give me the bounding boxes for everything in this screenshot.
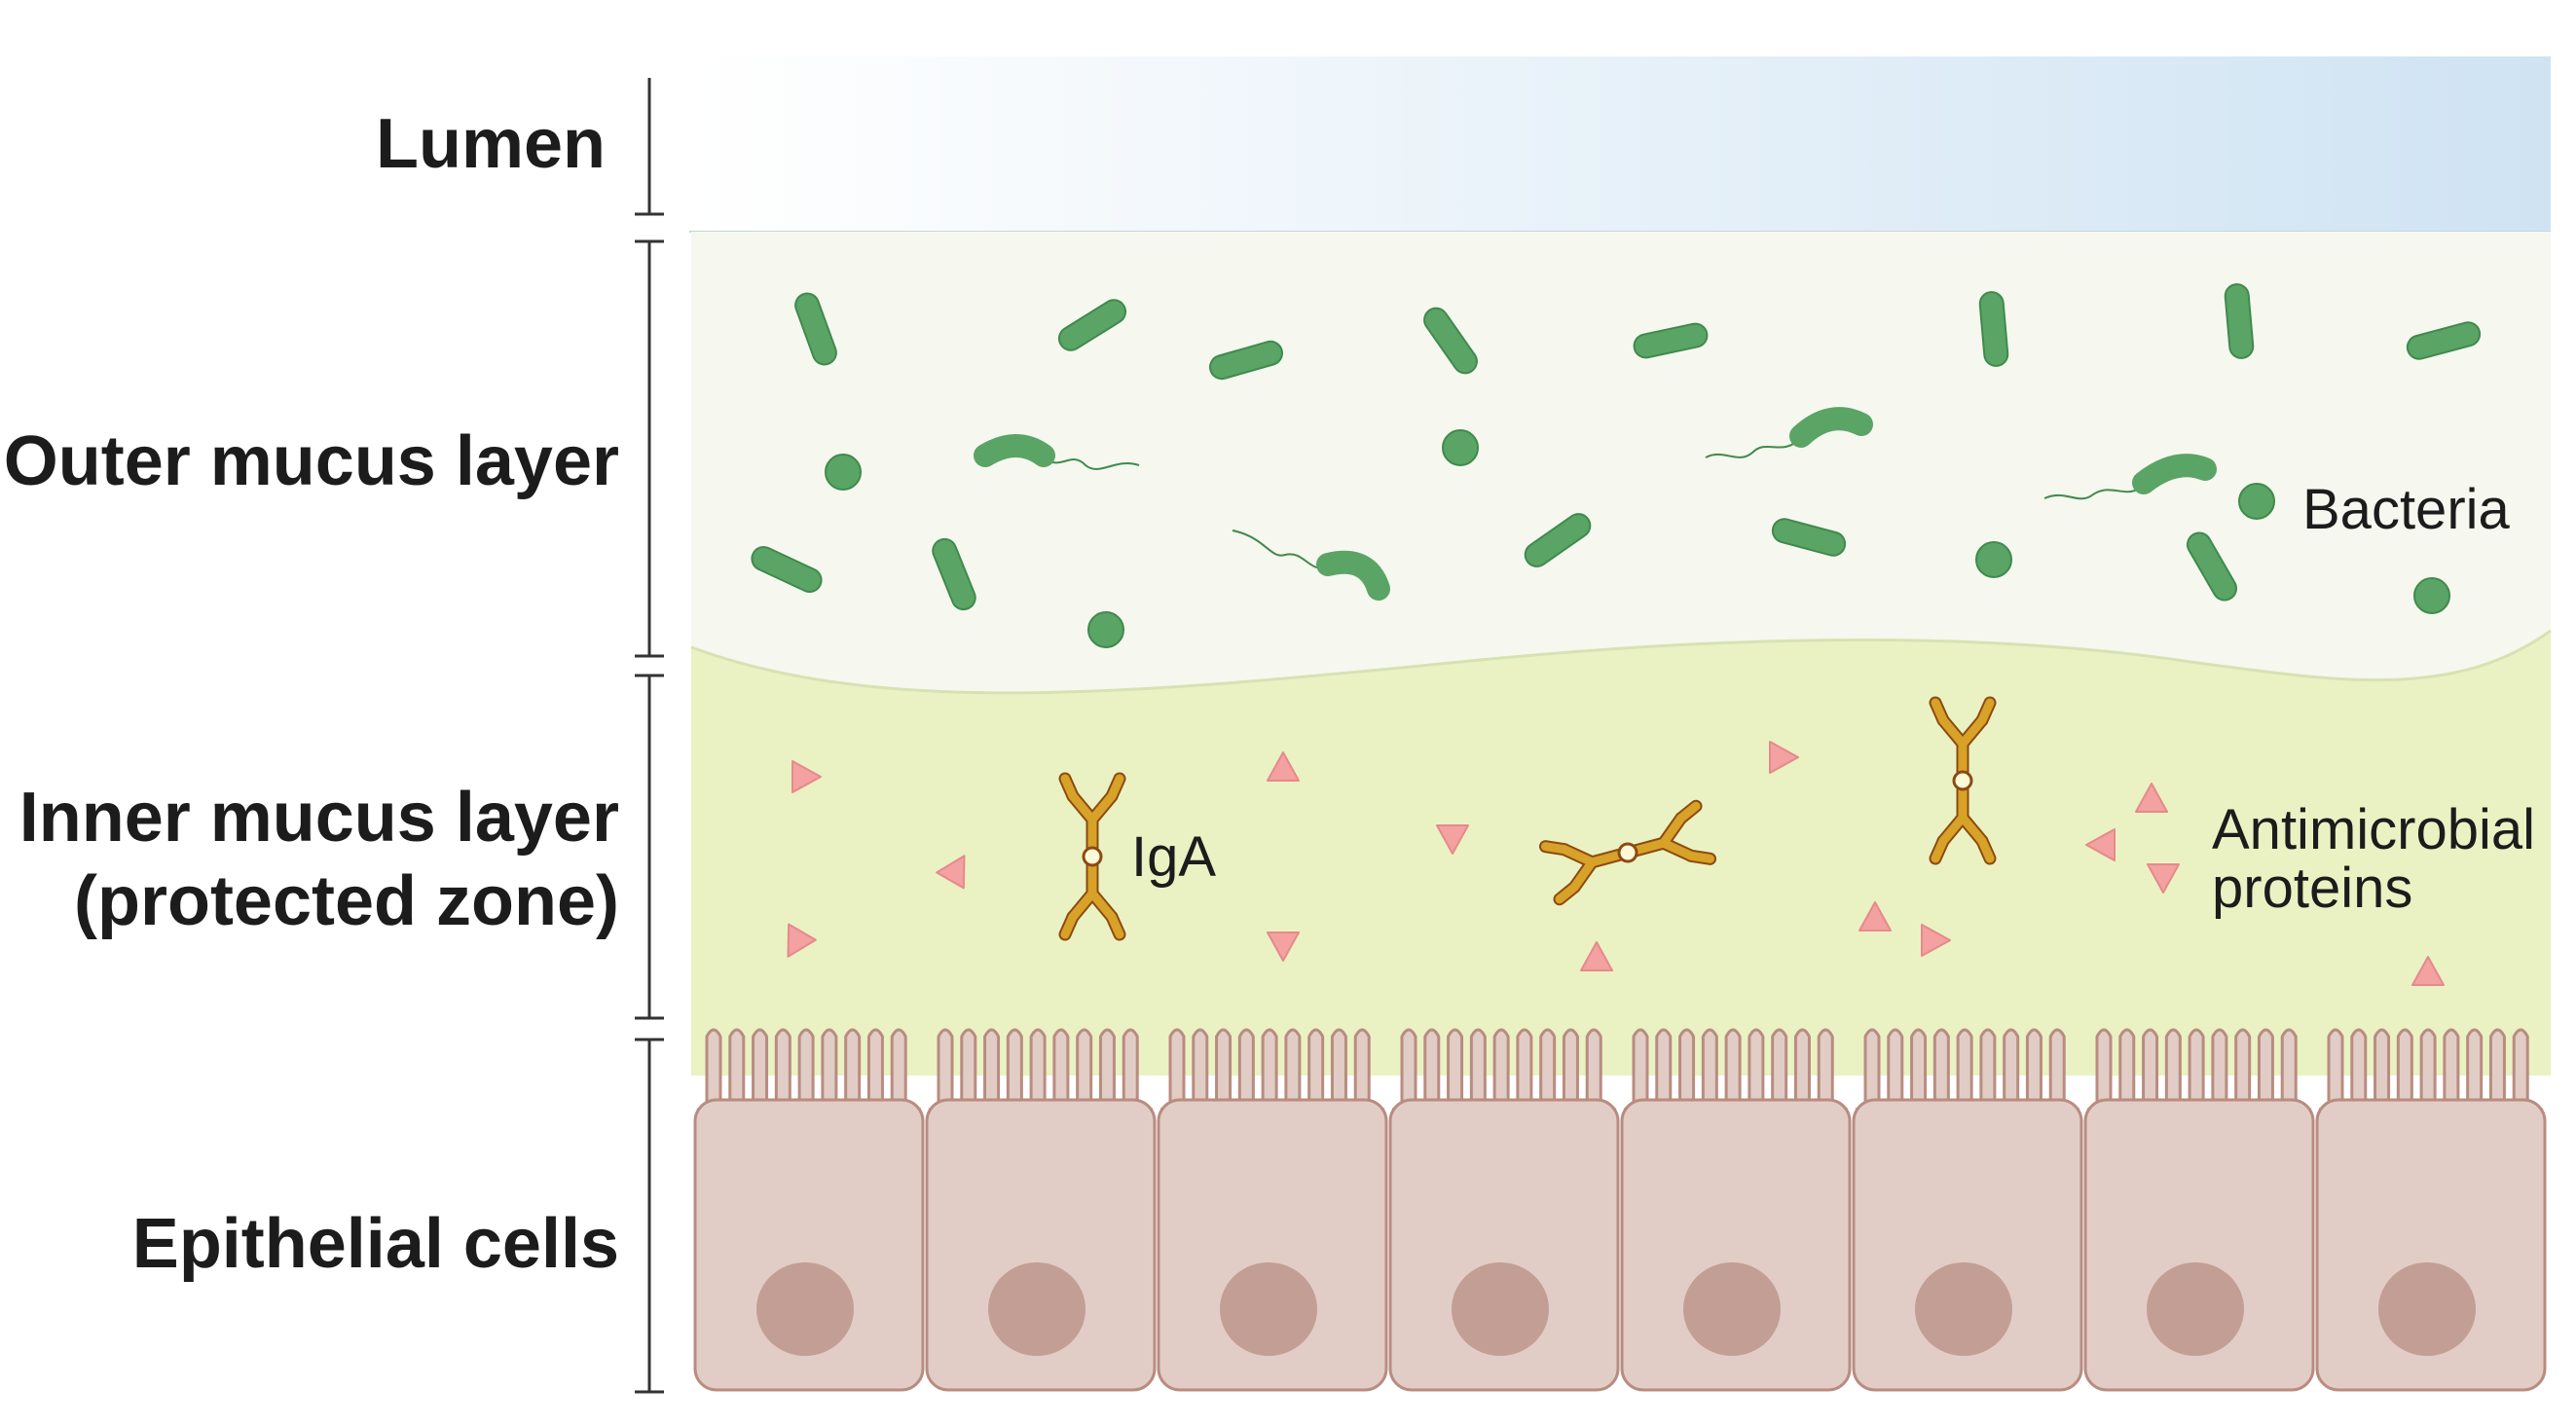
nucleus-icon (1915, 1262, 2012, 1356)
antimicrobial-label-line2: proteins (2212, 857, 2412, 920)
antimicrobial-protein-icon (2085, 828, 2116, 861)
flagellated-bacterium-icon (1705, 407, 1873, 458)
lumen-label: Lumen (376, 105, 606, 183)
rod-bacterium-icon (1209, 340, 1283, 381)
antimicrobial-protein-icon (2135, 783, 2168, 813)
antimicrobial-protein-icon (787, 923, 817, 958)
antimicrobial-protein-icon (1267, 931, 1300, 962)
cell-body (1852, 1098, 2083, 1392)
rod-bacterium-icon (1423, 307, 1478, 375)
microvilli (1623, 1028, 1849, 1112)
microvilli (2318, 1028, 2544, 1112)
antimicrobial-protein-icon (1580, 941, 1613, 971)
lumen-region (689, 56, 2551, 232)
lumen-bracket (635, 78, 664, 216)
microvilli (1159, 1028, 1385, 1112)
inner-mucus-bracket (635, 674, 664, 1020)
antimicrobial-protein-icon (1921, 924, 1951, 957)
cell-body (1388, 1098, 1620, 1392)
inner-mucus-label-line1: Inner mucus layer (19, 779, 619, 857)
coccus-bacterium-icon (1087, 611, 1124, 648)
antimicrobial-protein-icon (2147, 863, 2180, 894)
antimicrobial-protein-icon (1858, 901, 1892, 931)
rod-bacterium-icon (2224, 283, 2255, 359)
cell-body (1157, 1098, 1388, 1392)
nucleus-icon (756, 1262, 854, 1356)
bacteria-group (751, 283, 2482, 648)
cell-body (2083, 1098, 2315, 1392)
epithelial-cell (1852, 1028, 2083, 1392)
antimicrobial-protein-icon (2411, 956, 2445, 986)
epithelial-bracket (635, 1038, 664, 1394)
nucleus-icon (1452, 1262, 1549, 1356)
iga-antibody-group (1058, 696, 1997, 941)
iga-antibody-icon (1058, 772, 1126, 941)
inner-mucus-boundary (690, 629, 2552, 695)
rod-bacterium-icon (1771, 518, 1847, 557)
coccus-bacterium-icon (2238, 483, 2275, 520)
rod-bacterium-icon (932, 537, 976, 611)
epithelial-cell (925, 1028, 1157, 1392)
iga-antibody-icon (1538, 799, 1717, 906)
nucleus-icon (2147, 1262, 2244, 1356)
antimicrobial-protein-group (787, 741, 2445, 986)
rod-bacterium-icon (1633, 322, 1709, 359)
coccus-bacterium-icon (1442, 429, 1479, 466)
cell-body (693, 1098, 925, 1392)
nucleus-icon (1683, 1262, 1781, 1356)
antimicrobial-protein-icon (936, 855, 966, 890)
iga-label: IgA (1131, 825, 1216, 889)
iga-antibody-icon (1929, 696, 1997, 865)
antimicrobial-label-line1: Antimicrobial (2212, 798, 2535, 861)
microvilli (1855, 1028, 2080, 1112)
rod-bacterium-icon (1978, 291, 2009, 367)
cell-body (2315, 1098, 2547, 1392)
rod-bacterium-icon (751, 546, 823, 593)
rod-bacterium-icon (1057, 299, 1127, 351)
inner-mucus-label-line2: (protected zone) (74, 862, 619, 940)
nucleus-icon (2378, 1262, 2476, 1356)
flagellated-bacterium-icon (1232, 529, 1390, 601)
outer-mucus-bracket (635, 239, 664, 658)
flagellated-bacterium-icon (2043, 454, 2217, 500)
epithelial-cell (2315, 1028, 2547, 1392)
outer-mucus-label: Outer mucus layer (4, 422, 619, 500)
antimicrobial-protein-icon (1267, 751, 1300, 782)
epithelial-cell (693, 1028, 925, 1392)
microvilli (2086, 1028, 2312, 1112)
rod-bacterium-icon (2187, 531, 2237, 602)
epithelial-cell (1157, 1028, 1388, 1392)
layer-brackets (635, 78, 664, 1394)
outer-mucus-region (691, 232, 2551, 699)
microvilli (696, 1028, 922, 1112)
epithelial-label: Epithelial cells (132, 1205, 619, 1283)
epithelial-cell (2083, 1028, 2315, 1392)
antimicrobial-protein-icon (1436, 824, 1469, 855)
coccus-bacterium-icon (2413, 577, 2450, 614)
nucleus-icon (1220, 1262, 1317, 1356)
coccus-bacterium-icon (1975, 541, 2012, 578)
rod-bacterium-icon (2406, 321, 2482, 360)
cell-body (925, 1098, 1157, 1392)
microvilli (928, 1028, 1154, 1112)
epithelial-cell-row (693, 1028, 2547, 1392)
epithelial-cell (1620, 1028, 1852, 1392)
antimicrobial-protein-icon (791, 760, 822, 793)
flagellated-bacterium-icon (974, 434, 1140, 470)
nucleus-icon (988, 1262, 1086, 1356)
rod-bacterium-icon (1524, 513, 1592, 567)
epithelial-cell (1388, 1028, 1620, 1392)
cell-body (1620, 1098, 1852, 1392)
antimicrobial-protein-icon (1769, 741, 1799, 774)
rod-bacterium-icon (794, 292, 837, 366)
bacteria-label: Bacteria (2302, 478, 2511, 541)
microvilli (1391, 1028, 1617, 1112)
coccus-bacterium-icon (825, 454, 862, 491)
